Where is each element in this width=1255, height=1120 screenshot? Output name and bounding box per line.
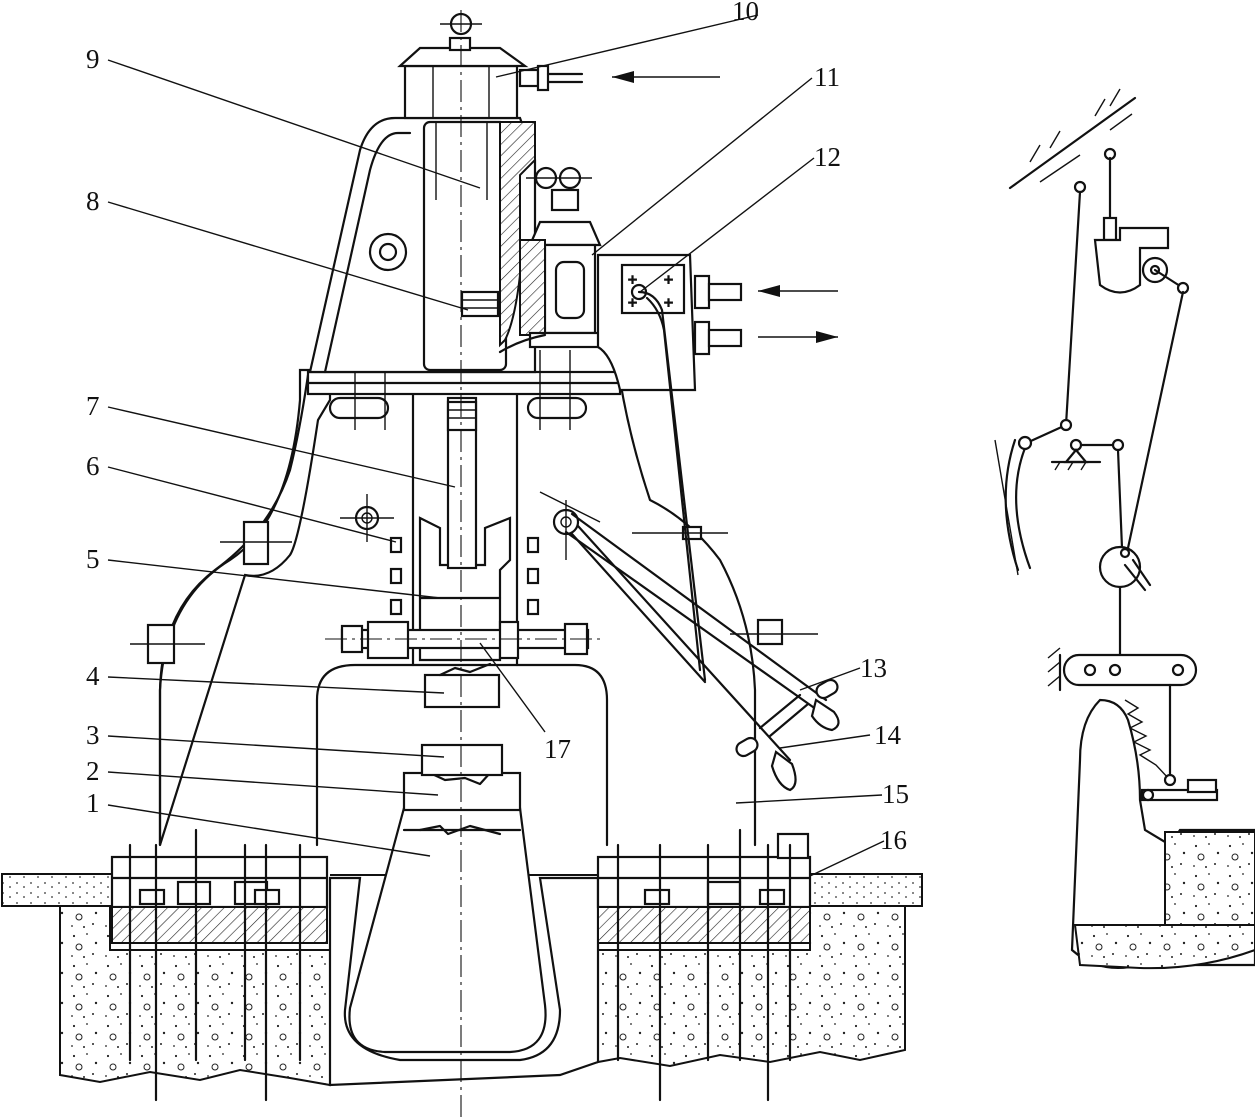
callout-5: 5 [86, 544, 100, 574]
ram-assembly [418, 396, 512, 662]
anvil-block [348, 806, 547, 1054]
leader-lines [107, 14, 885, 877]
cylinder-housing [308, 12, 584, 374]
valve-assembly: + + + + [498, 166, 743, 392]
callout-16: 16 [880, 825, 907, 855]
callout-4: 4 [86, 661, 100, 691]
callout-3: 3 [86, 720, 100, 750]
svg-text:+: + [628, 295, 637, 312]
guide-bolt-bar [325, 620, 600, 660]
svg-text:+: + [664, 272, 673, 289]
callout-numbers: 1 2 3 4 5 6 7 8 9 10 11 12 13 14 15 16 1… [86, 0, 909, 855]
callout-9: 9 [86, 44, 100, 74]
upper-die [423, 673, 501, 709]
callout-2: 2 [86, 756, 100, 786]
callout-8: 8 [86, 186, 100, 216]
callout-12: 12 [814, 142, 841, 172]
callout-17: 17 [544, 734, 571, 764]
linkage-schematic [994, 88, 1255, 970]
svg-text:+: + [664, 295, 673, 312]
callout-1: 1 [86, 788, 100, 818]
callout-7: 7 [86, 391, 100, 421]
svg-text:+: + [628, 272, 637, 289]
base-plates [110, 828, 812, 1102]
flow-arrows [612, 71, 838, 343]
control-levers [539, 290, 840, 792]
lower-die [420, 743, 504, 777]
callout-6: 6 [86, 451, 100, 481]
callout-13: 13 [860, 653, 887, 683]
callout-14: 14 [874, 720, 902, 750]
callout-15: 15 [882, 779, 909, 809]
callout-10: 10 [732, 0, 759, 26]
callout-11: 11 [814, 62, 840, 92]
